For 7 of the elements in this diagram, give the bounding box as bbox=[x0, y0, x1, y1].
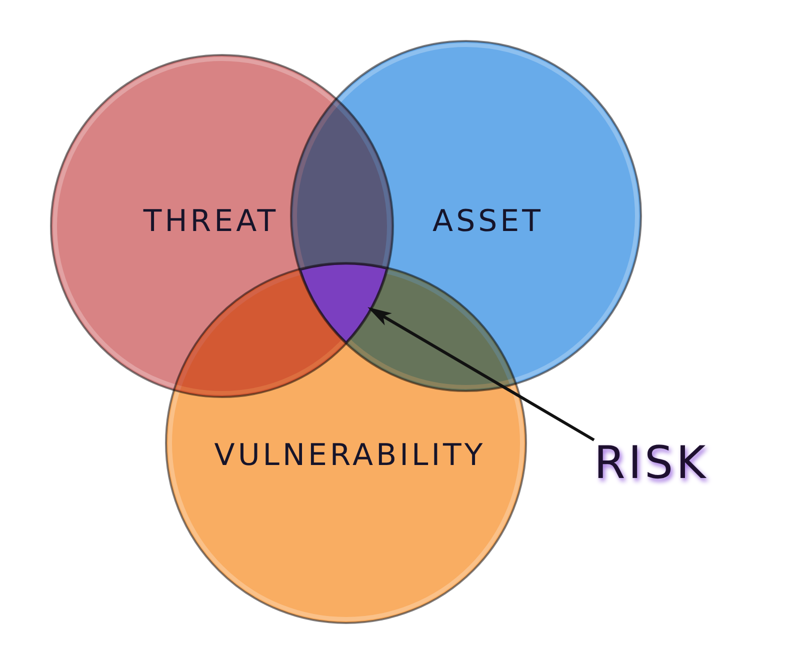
circle-label: VULNERABILITY bbox=[214, 441, 486, 471]
overlap-region bbox=[300, 263, 388, 343]
venn-circle bbox=[165, 262, 527, 624]
circle-label: ASSET bbox=[432, 207, 544, 237]
callout-label: RISK bbox=[594, 440, 709, 485]
leader-arrow bbox=[368, 307, 595, 442]
circle-label: THREAT bbox=[143, 207, 279, 237]
